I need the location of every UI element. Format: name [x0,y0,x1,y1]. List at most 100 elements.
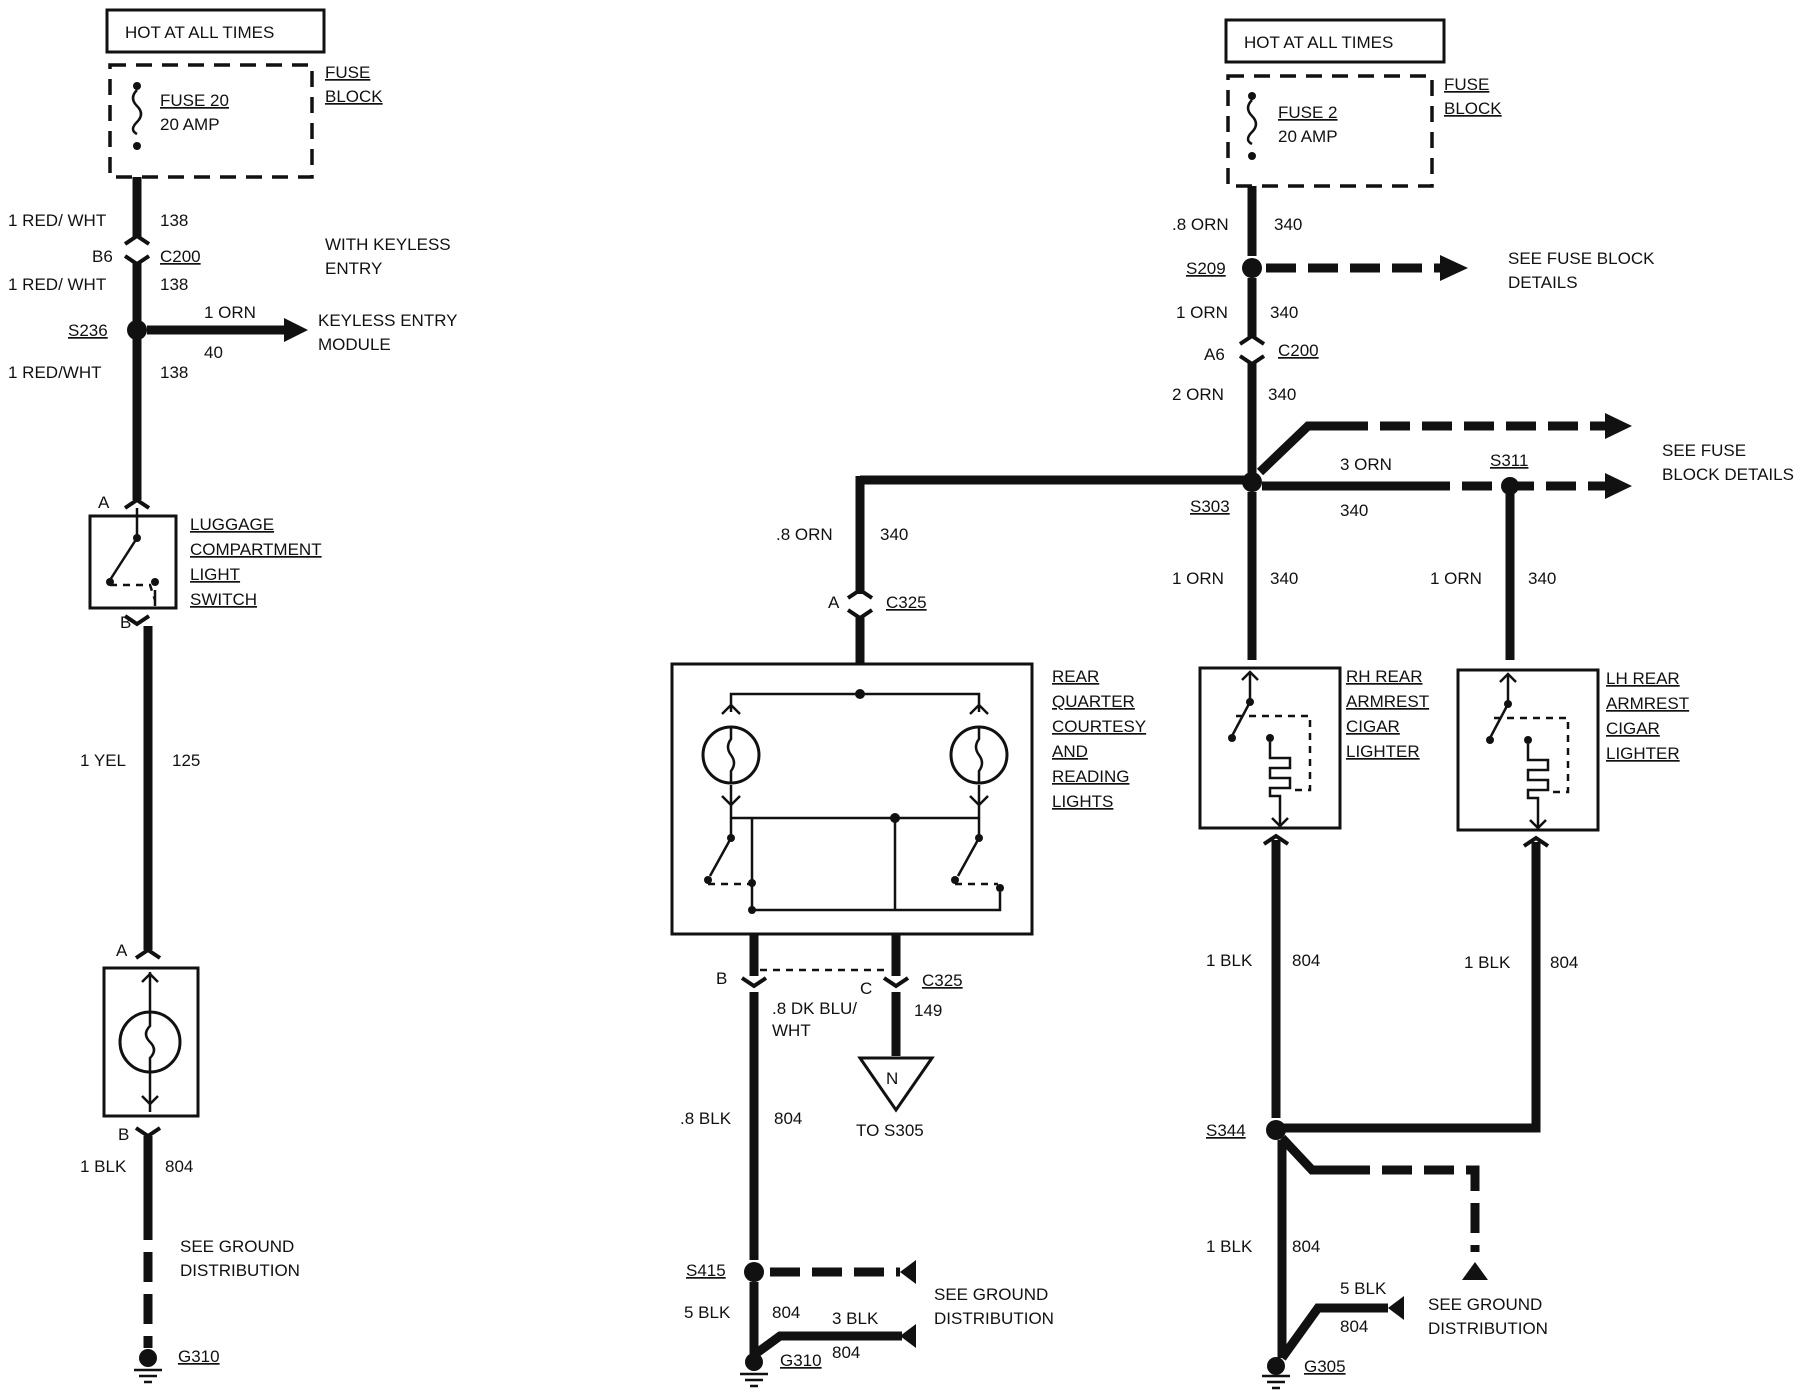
hot-at-all-times-box [1224,18,1446,64]
keyless-note-1: WITH KEYLESS [325,235,451,254]
hot-label: HOT AT ALL TIMES [1244,33,1393,52]
ground-note-2: DISTRIBUTION [1428,1319,1548,1338]
see-fuse-b2: BLOCK DETAILS [1662,465,1794,484]
lights-label-6: LIGHTS [1052,792,1113,811]
to-s305: TO S305 [856,1121,924,1140]
fuse-20-amp: 20 AMP [160,115,220,134]
lh-label-1: LH REAR [1606,669,1680,688]
switch-label-2: COMPARTMENT [190,540,322,559]
blk5-gauge: 5 BLK [684,1303,731,1322]
lh-label-2: ARMREST [1606,694,1689,713]
see-fuse-b1: SEE FUSE [1662,441,1746,460]
ground-note-2: DISTRIBUTION [180,1261,300,1280]
wire-3-gauge: 2 ORN [1172,385,1224,404]
lh-bottom-connector-icon [1522,835,1550,848]
fuse-block-label-2: BLOCK [1444,99,1502,118]
blk-gauge: 1 BLK [80,1157,127,1176]
blk5-804-wire [1278,1303,1388,1361]
wire-1-circuit: 340 [1274,215,1302,234]
fuse-2-amp: 20 AMP [1278,127,1338,146]
s209-splice [1242,258,1262,278]
c200-pin: A6 [1204,345,1225,364]
see-fuse-1: SEE FUSE BLOCK [1508,249,1655,268]
rh-lighter-icon [1228,670,1312,828]
blk-circuit: 804 [165,1157,193,1176]
wire-3-circuit: 138 [160,363,188,382]
lh-blk-circuit: 804 [1550,953,1578,972]
lh-blk-804-wire [1282,842,1541,1133]
s236-splice [127,320,147,340]
courtesy-lights-box [670,662,1034,936]
orn-circuit: 40 [204,343,223,362]
switch-label-1: LUGGAGE [190,515,274,534]
diagonal-orn-wire [1256,421,1338,476]
lamp-bulb-icon [118,972,182,1112]
see-fuse-2: DETAILS [1508,273,1578,292]
lights-label-5: READING [1052,767,1129,786]
c200-label: C200 [160,247,201,266]
rh-lighter-box [1198,666,1342,830]
arrow-right-upper-icon [1605,413,1632,439]
blu-gauge-1: .8 DK BLU/ [772,999,857,1018]
rh-label-2: ARMREST [1346,692,1429,711]
keyless-module-2: MODULE [318,335,391,354]
s303-label: S303 [1190,497,1230,516]
lights-label-4: AND [1052,742,1088,761]
ground-note-1: SEE GROUND [934,1285,1048,1304]
blk3-gauge: 3 BLK [832,1309,879,1328]
blk-circuit: 804 [774,1109,802,1128]
right-circuit: HOT AT ALL TIMES FUSE 2 20 AMP FUSE BLOC… [1172,18,1794,1390]
c200-connector-icon [123,233,151,267]
ground-note-2: DISTRIBUTION [934,1309,1054,1328]
s311-splice [1501,477,1519,495]
lamp-pin-b-connector-icon [134,1126,162,1139]
blk-gauge: .8 BLK [680,1109,732,1128]
switch-pin-a: A [98,493,110,512]
g310-label: G310 [178,1347,220,1366]
rh-label-1: RH REAR [1346,667,1423,686]
orn-circuit: 340 [880,525,908,544]
wire-2-circuit: 138 [160,275,188,294]
lamp-pin-a-connector-icon [134,947,162,960]
yel-circuit: 125 [172,751,200,770]
switch-label-3: LIGHT [190,565,240,584]
fuse-block-label-1: FUSE [1444,75,1489,94]
switch-pin-a-connector-icon [123,497,151,510]
n-label: N [886,1069,898,1088]
c200-connector-icon [1238,333,1266,367]
lh-label-3: CIGAR [1606,719,1660,738]
pin-c: C [860,979,872,998]
ground-icon [134,1349,162,1384]
s236-label: S236 [68,321,108,340]
switch-icon [106,508,159,606]
fuse-block-outline [1226,74,1434,188]
c200-pin: B6 [92,247,113,266]
rh-blk-circuit: 804 [1292,951,1320,970]
s311-label: S311 [1490,451,1528,470]
wire-2-circuit: 340 [1270,303,1298,322]
c200-label: C200 [1278,341,1319,360]
g305-label: G305 [1304,1357,1346,1376]
lh-blk-gauge: 1 BLK [1464,953,1511,972]
luggage-switch-box [88,514,178,610]
arrow-right-lower-icon [1605,473,1632,499]
s303-splice [1242,472,1262,492]
s344-diagonal-wire [1278,1134,1340,1175]
blu-circuit: 149 [914,1001,942,1020]
lh-lighter-icon [1486,672,1570,830]
lamp-pin-a: A [116,941,128,960]
orn-gauge: 1 ORN [204,303,256,322]
s415-splice [744,1262,764,1282]
wire-1-circuit: 138 [160,211,188,230]
s209-label: S209 [1186,259,1226,278]
s415-label: S415 [686,1261,726,1280]
arrow-right-icon [1440,255,1468,281]
ground-arrow-icon [1388,1296,1404,1320]
s344-splice [1266,1120,1286,1140]
g310-label: G310 [780,1351,822,1370]
fuse-20-name: FUSE 20 [160,91,229,110]
ground-note-1: SEE GROUND [1428,1295,1542,1314]
ground-arrow-up-icon [1462,1262,1488,1280]
wire-1-gauge: .8 ORN [1172,215,1229,234]
